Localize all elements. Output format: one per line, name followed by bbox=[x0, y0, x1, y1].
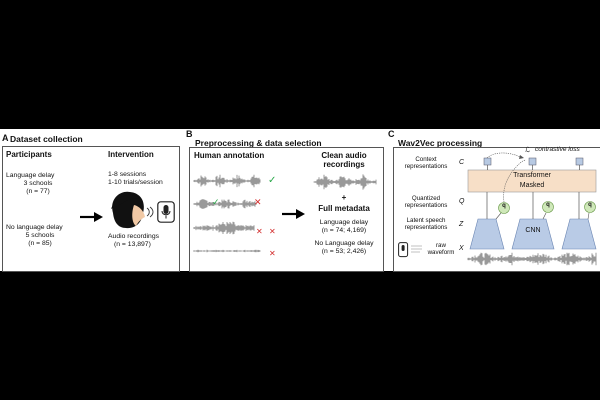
cross-icon: ✕ bbox=[269, 249, 276, 258]
raw-symbol: X bbox=[459, 245, 464, 252]
plus-sign: + bbox=[341, 193, 347, 202]
clean-waveform bbox=[313, 174, 377, 190]
sound-wave-icon bbox=[146, 206, 154, 218]
raw-waveform-label: raw waveform bbox=[427, 242, 455, 257]
q-label: q bbox=[546, 202, 550, 208]
language-delay-n: (n = 77) bbox=[26, 188, 50, 195]
check-icon: ✓ bbox=[268, 175, 277, 186]
no-language-delay-label: No language delay bbox=[6, 224, 63, 231]
quantizer-circle bbox=[542, 201, 554, 213]
intervention-heading: Intervention bbox=[108, 150, 154, 159]
panel-b-box bbox=[189, 147, 384, 272]
cross-icon: ✕ bbox=[269, 227, 276, 236]
wav2vec-diagram bbox=[467, 152, 597, 266]
panel-c-title: Wav2Vec processing bbox=[398, 138, 483, 148]
no-language-delay-label: No Language delay bbox=[314, 240, 374, 247]
check-icon: ✓ bbox=[212, 197, 220, 207]
context-symbol: C bbox=[459, 159, 465, 166]
child-head-icon bbox=[111, 191, 145, 229]
cross-icon: ✕ bbox=[254, 197, 262, 207]
no-language-delay-n: (n = 85) bbox=[28, 240, 52, 247]
quantized-symbol: Q bbox=[459, 198, 465, 205]
panel-c-letter: C bbox=[388, 129, 395, 139]
quantizer-circle bbox=[498, 202, 510, 214]
latent-symbol: Z bbox=[459, 221, 464, 228]
cnn-block-right bbox=[561, 218, 597, 250]
context-label: Context representations bbox=[404, 156, 448, 171]
panel-a-box bbox=[2, 146, 180, 272]
language-delay-n: (n = 74; 4,169) bbox=[321, 227, 367, 234]
recording-device-icon bbox=[398, 242, 422, 258]
audio-recordings-n: (n = 13,897) bbox=[114, 241, 151, 248]
participants-heading: Participants bbox=[6, 150, 52, 159]
panel-a-letter: A bbox=[2, 133, 9, 143]
cnn-block-left bbox=[469, 218, 505, 250]
microphone-icon bbox=[157, 201, 175, 223]
no-language-delay-schools: 5 schools bbox=[25, 232, 55, 239]
transformer-block bbox=[467, 169, 597, 193]
context-square bbox=[528, 157, 537, 166]
raw-waveforms bbox=[193, 174, 261, 253]
full-metadata-heading: Full metadata bbox=[318, 204, 370, 213]
language-delay-label: Language delay bbox=[6, 172, 55, 179]
arrow-right-icon bbox=[282, 209, 305, 219]
context-square bbox=[483, 157, 492, 166]
audio-recordings-label: Audio recordings bbox=[108, 233, 160, 240]
quantizer-circle bbox=[584, 201, 596, 213]
language-delay-schools: 3 schools bbox=[23, 180, 53, 187]
cross-icon: ✕ bbox=[256, 227, 263, 236]
contrastive-loss-label: contrastive loss bbox=[535, 146, 580, 153]
arrow-right-icon bbox=[80, 212, 103, 222]
latent-label: Latent speech representations bbox=[404, 217, 448, 232]
figure-canvas: A Dataset collection Participants Langua… bbox=[0, 129, 600, 272]
quantized-label: Quantized representations bbox=[404, 195, 448, 210]
clean-audio-heading: Clean audio recordings bbox=[321, 151, 367, 169]
transformer-label: Transformer bbox=[513, 172, 551, 179]
panel-a-title: Dataset collection bbox=[10, 134, 83, 144]
context-square bbox=[575, 157, 584, 166]
loss-symbol: ℒ bbox=[525, 147, 531, 154]
panel-b-title: Preprocessing & data selection bbox=[195, 138, 322, 148]
q-label: q bbox=[502, 203, 506, 209]
cnn-block-center bbox=[511, 218, 555, 250]
panel-c-box bbox=[393, 147, 600, 272]
intervention-sessions: 1-8 sessions bbox=[108, 171, 147, 178]
cnn-label: CNN bbox=[525, 227, 541, 234]
human-annotation-heading: Human annotation bbox=[194, 151, 265, 160]
masked-label: Masked bbox=[519, 182, 545, 189]
language-delay-label: Language delay bbox=[319, 219, 369, 226]
q-label: q bbox=[588, 202, 592, 208]
panel-b-letter: B bbox=[186, 129, 193, 139]
no-language-delay-n: (n = 53; 2,426) bbox=[321, 248, 367, 255]
intervention-trials: 1-10 trials/session bbox=[108, 179, 163, 186]
